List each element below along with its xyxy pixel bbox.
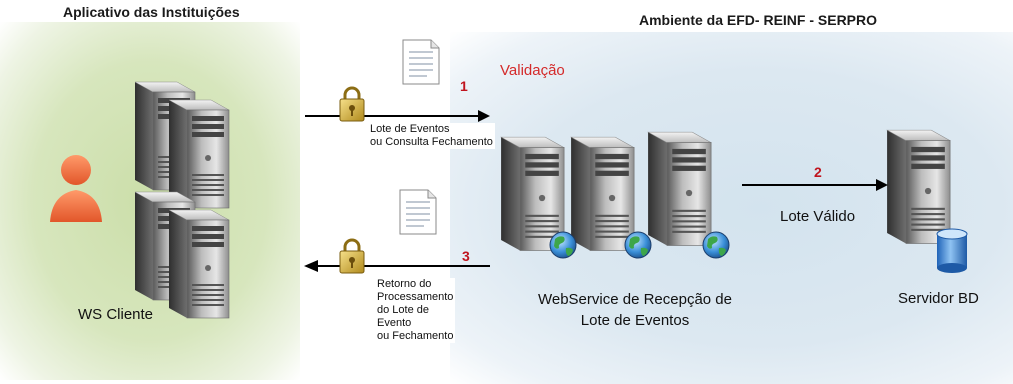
- step-1-label-line2: ou Consulta Fechamento: [370, 136, 493, 148]
- step-3-label-line: ou Fechamento: [377, 330, 454, 342]
- step-1-number: 1: [460, 78, 468, 94]
- document-icon-request: [402, 39, 440, 85]
- step-2-label: Lote Válido: [780, 208, 856, 225]
- ws-client-label: WS Cliente: [78, 306, 154, 323]
- user-icon: [50, 155, 102, 222]
- webservice-label-line2: Lote de Eventos: [580, 312, 690, 329]
- padlock-icon-request: [338, 86, 366, 123]
- step-3-label-line: Evento: [377, 317, 412, 329]
- document-icon-response: [399, 189, 437, 235]
- arrow-step-2: [742, 179, 888, 191]
- step-3-label-line: Processamento: [377, 291, 454, 303]
- webservice-label-line1: WebService de Recepção de: [537, 291, 732, 308]
- validation-label: Validação: [500, 62, 565, 79]
- step-1-label-line1: Lote de Eventos: [370, 123, 450, 135]
- client-environment-title: Aplicativo das Instituições: [63, 4, 240, 20]
- step-3-number: 3: [462, 248, 470, 264]
- ws-client-servers-icon: [134, 81, 230, 319]
- step-3-label-line: do Lote de: [377, 304, 429, 316]
- step-3-label-line: Retorno do: [377, 278, 432, 290]
- database-server-label: Servidor BD: [898, 290, 979, 307]
- webservice-label: WebService de Recepção de Lote de Evento…: [520, 289, 750, 331]
- serpro-environment-title: Ambiente da EFD- REINF - SERPRO: [639, 12, 878, 28]
- database-icon: [936, 228, 968, 273]
- step-1-label: Lote de Eventos ou Consulta Fechamento: [368, 123, 495, 149]
- step-3-label: Retorno do Processamento do Lote de Even…: [375, 278, 456, 343]
- padlock-icon-response: [338, 238, 366, 275]
- database-server-icon: [886, 129, 968, 273]
- step-2-number: 2: [814, 164, 822, 180]
- webservice-servers-icon: [500, 131, 730, 259]
- arrow-step-1: [305, 110, 490, 122]
